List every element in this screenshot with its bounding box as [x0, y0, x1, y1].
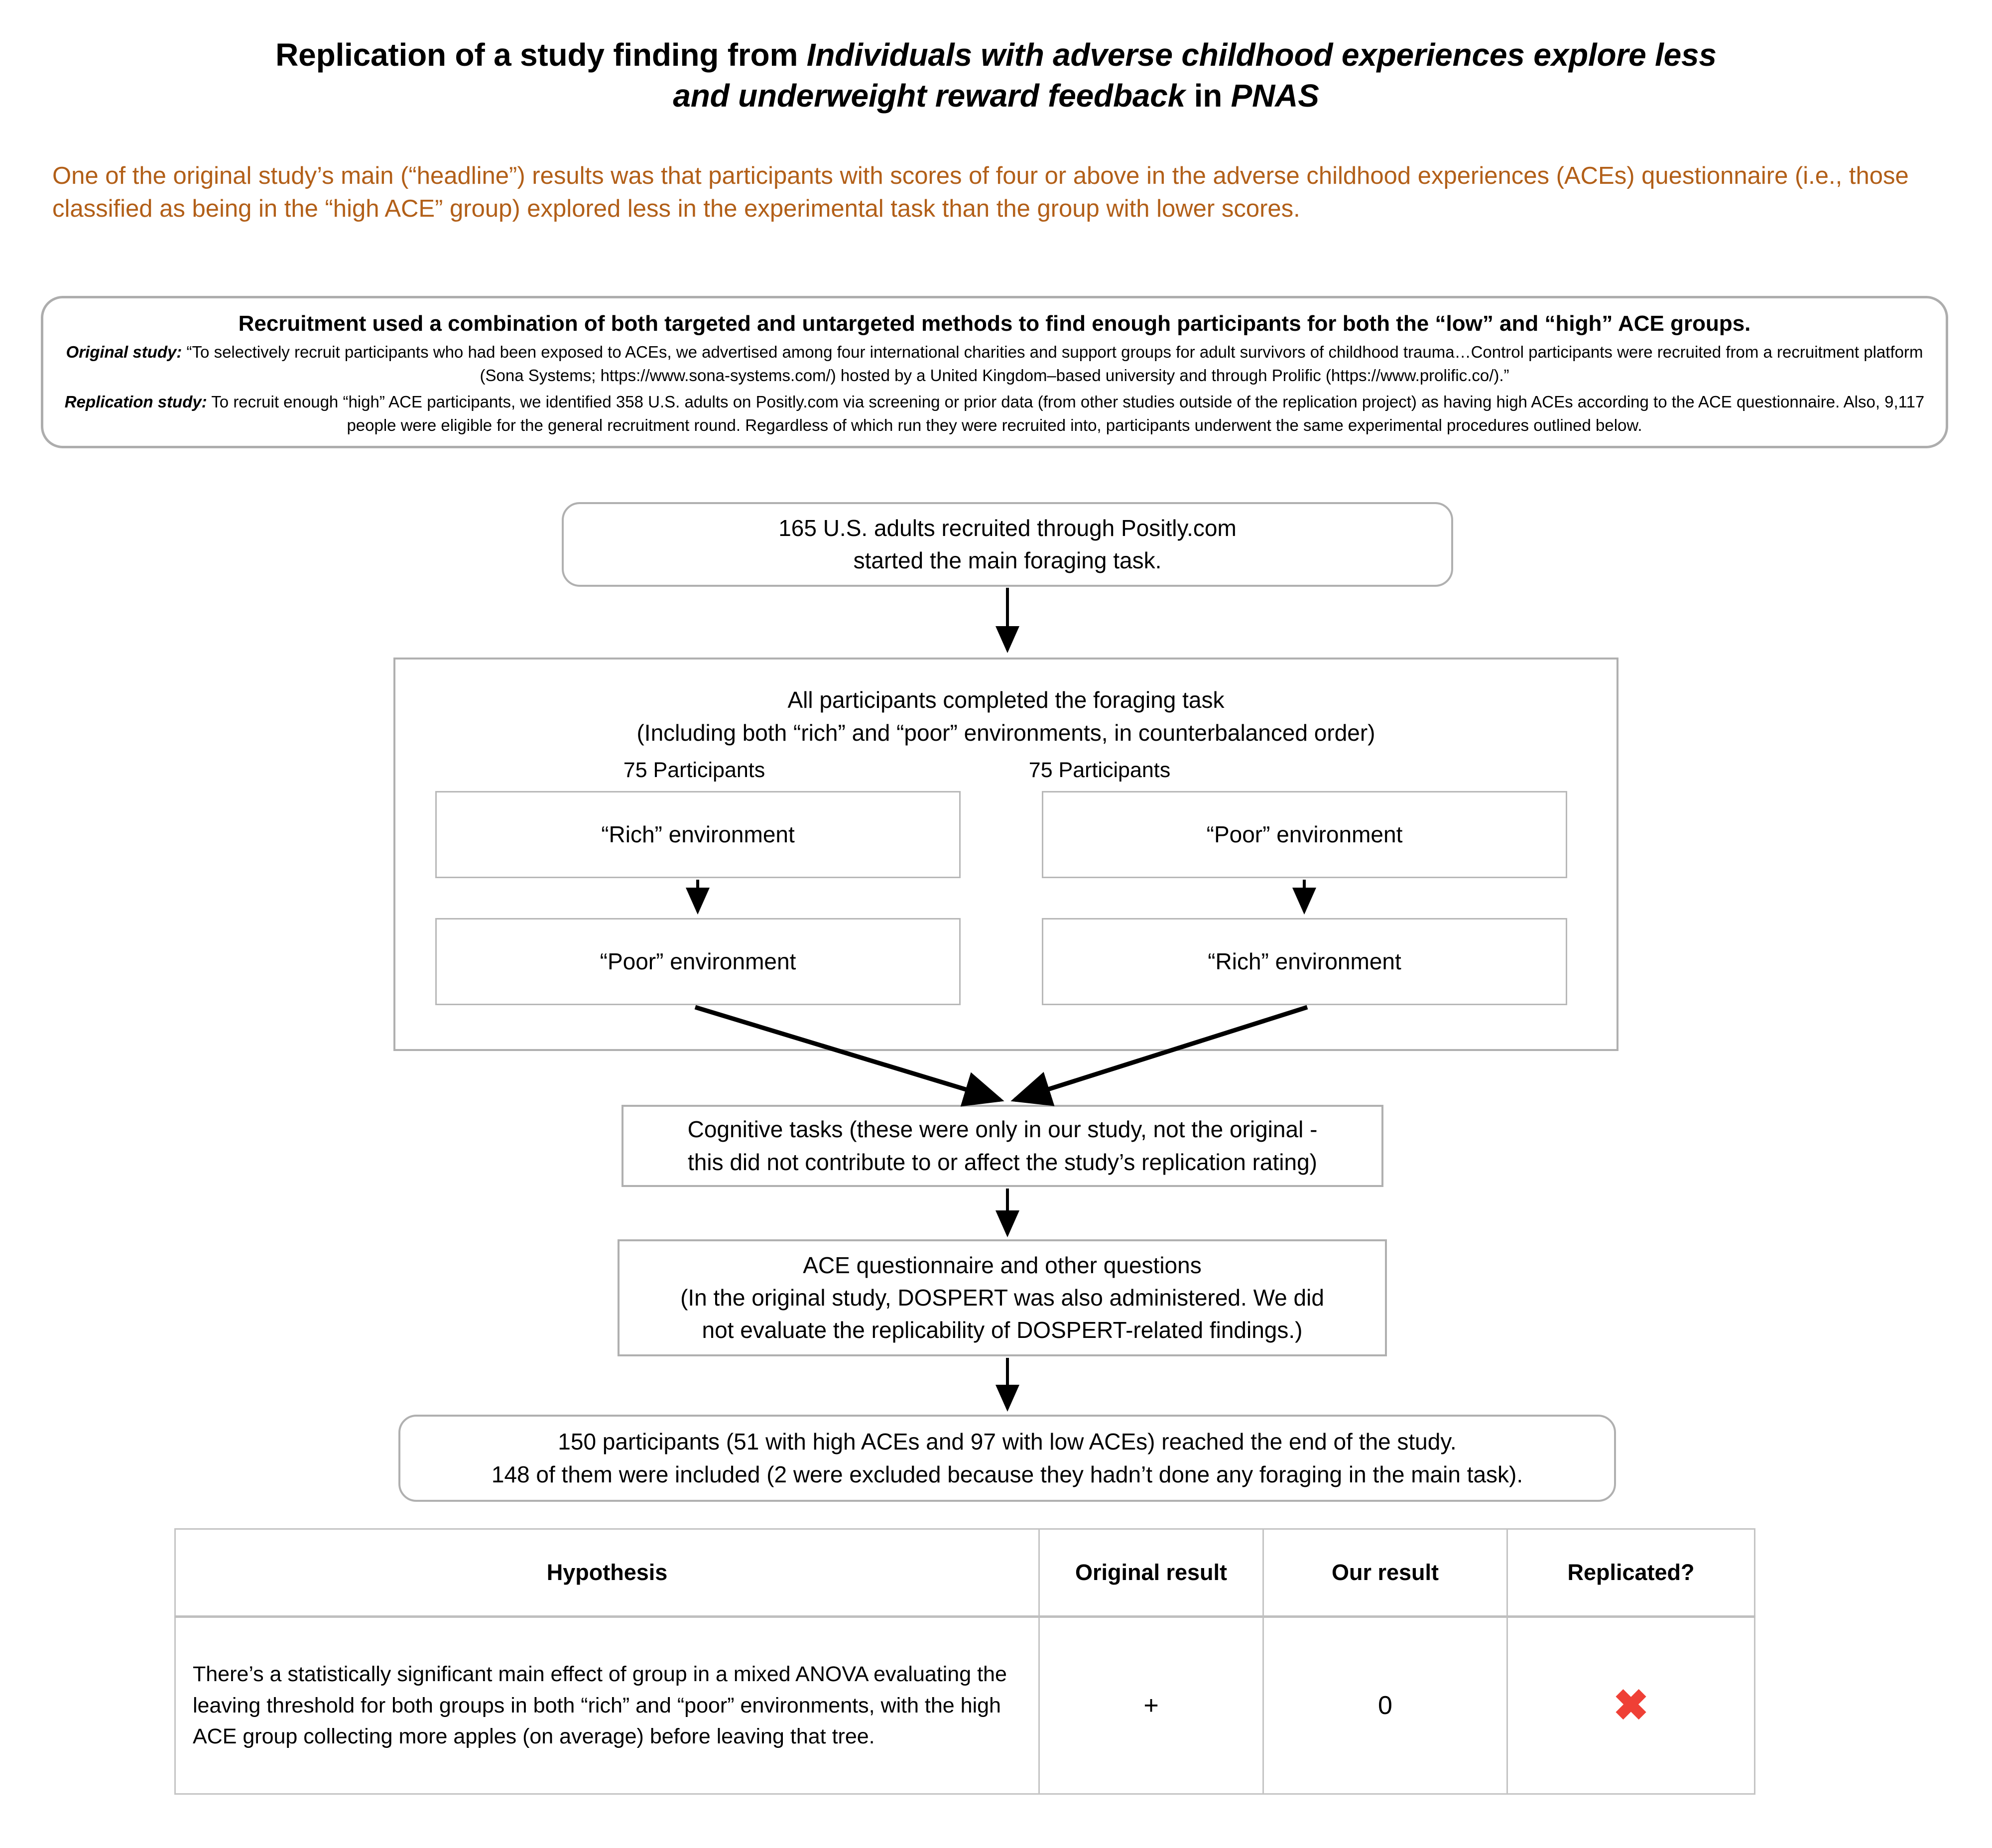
table-row: There’s a statistically significant main…	[174, 1616, 1755, 1795]
env-box-right-second: “Rich” environment	[1042, 918, 1567, 1005]
column-header-replicated: Replicated?	[1506, 1528, 1755, 1618]
page-title: Replication of a study finding from Indi…	[274, 0, 1718, 117]
flow-box-ace-questionnaire: ACE questionnaire and other questions (I…	[618, 1239, 1387, 1356]
cell-hypothesis: There’s a statistically significant main…	[174, 1616, 1040, 1795]
subtitle-summary: One of the original study’s main (“headl…	[52, 162, 1909, 223]
replication-study-label: Replication study:	[64, 392, 207, 411]
cell-replicated: ✖	[1506, 1616, 1755, 1795]
cell-original-result: +	[1038, 1616, 1264, 1795]
results-table: Hypothesis Original result Our result Re…	[174, 1528, 1755, 1795]
cell-our-result: 0	[1262, 1616, 1508, 1795]
recruitment-original-paragraph: Original study: “To selectively recruit …	[63, 341, 1926, 388]
env-box-left-first: “Rich” environment	[435, 791, 961, 878]
table-header-row: Hypothesis Original result Our result Re…	[174, 1528, 1755, 1618]
env-box-right-first: “Poor” environment	[1042, 791, 1567, 878]
column-header-hypothesis: Hypothesis	[174, 1528, 1040, 1618]
title-italic-study-name: Individuals with adverse childhood exper…	[673, 37, 1717, 114]
foraging-heading: All participants completed the foraging …	[636, 687, 1375, 746]
original-study-text: “To selectively recruit participants who…	[182, 343, 1923, 385]
column-header-original-result: Original result	[1038, 1528, 1264, 1618]
recruitment-heading: Recruitment used a combination of both t…	[238, 311, 1751, 336]
flow-box-cognitive-tasks: Cognitive tasks (these were only in our …	[622, 1105, 1383, 1187]
flow-box-recruited: 165 U.S. adults recruited through Positl…	[562, 502, 1453, 587]
recruitment-replication-paragraph: Replication study: To recruit enough “hi…	[63, 391, 1926, 437]
title-italic-journal: PNAS	[1231, 77, 1319, 114]
group-left-participants-label: 75 Participants	[623, 758, 765, 782]
title-part-2: in	[1185, 77, 1231, 114]
env-box-left-second: “Poor” environment	[435, 918, 961, 1005]
recruitment-panel: Recruitment used a combination of both t…	[41, 296, 1948, 448]
flow-box-final-sample: 150 participants (51 with high ACEs and …	[398, 1415, 1616, 1502]
column-header-our-result: Our result	[1262, 1528, 1508, 1618]
replication-study-text: To recruit enough “high” ACE participant…	[207, 392, 1925, 434]
title-part-1: Replication of a study finding from	[275, 37, 807, 73]
group-right-participants-label: 75 Participants	[1028, 758, 1171, 782]
cross-mark-icon: ✖	[1613, 1682, 1649, 1729]
original-study-label: Original study:	[66, 343, 182, 362]
